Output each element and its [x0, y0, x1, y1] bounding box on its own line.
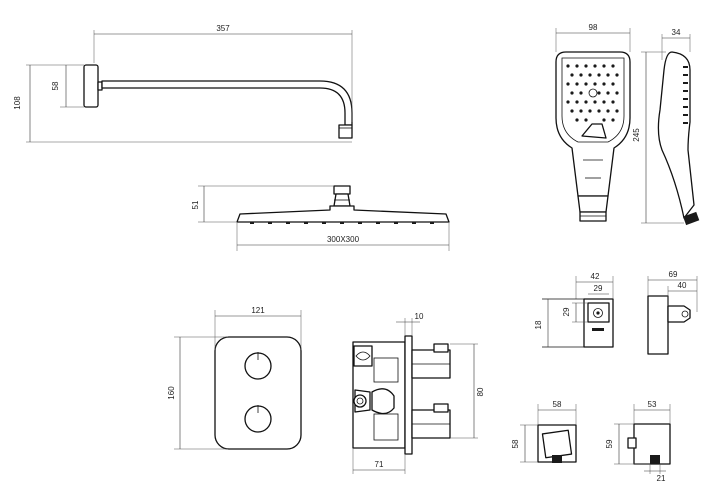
mixer-body-side-drawing: 10 80 71 [352, 312, 485, 474]
dimension-label-29-height: 29 [562, 307, 571, 316]
dimension-label-42: 42 [591, 272, 600, 281]
mixer-trim-plate-side [404, 335, 413, 455]
dimension-label-21: 21 [657, 474, 666, 483]
hand-shower-front-drawing: 98 [555, 23, 631, 222]
hose-connector [579, 211, 607, 222]
wall-outlet-front-drawing: 42 29 29 18 [534, 272, 614, 348]
holder-base [647, 295, 669, 355]
dimension-label-53: 53 [648, 400, 657, 409]
dimension-label-300x300: 300X300 [327, 235, 360, 244]
trim-plate [214, 336, 302, 450]
hand-shower-side-drawing: 34 245 [632, 28, 700, 226]
side-nozzle-marks [683, 66, 688, 124]
dimension-label-160: 160 [167, 386, 176, 400]
dimension-label-29-width: 29 [594, 284, 603, 293]
dimension-label-121: 121 [251, 306, 265, 315]
spray-selector-button [581, 123, 607, 139]
side-hose-connector [683, 211, 700, 226]
dimension-label-34: 34 [672, 28, 681, 37]
wall-flange [83, 64, 99, 108]
dimension-label-98: 98 [589, 23, 598, 32]
elbow-side-connector [627, 437, 637, 449]
head-body [236, 205, 450, 223]
head-nozzles [250, 222, 434, 224]
wall-elbow-front-drawing: 58 58 [511, 400, 577, 463]
dimension-label-58-flange: 58 [51, 81, 60, 90]
arm-tube [101, 80, 353, 126]
dimension-label-58-elbow-height: 58 [511, 439, 520, 448]
hand-shower-side-body [657, 51, 695, 219]
arm-outlet-nut [338, 124, 353, 139]
wall-elbow-side-drawing: 53 59 21 [605, 400, 671, 483]
shower-head-drawing: 51 300X300 [191, 185, 450, 251]
elbow-outlet [552, 455, 562, 463]
dimension-label-10: 10 [415, 312, 424, 321]
dimension-label-357: 357 [216, 24, 230, 33]
dimension-label-51: 51 [191, 200, 200, 209]
dimension-label-80: 80 [476, 387, 485, 396]
head-connector [333, 185, 351, 195]
dimension-label-71: 71 [375, 460, 384, 469]
holder-arm [667, 305, 691, 323]
elbow-side-outlet [650, 455, 660, 464]
dimension-label-18: 18 [534, 320, 543, 329]
wall-outlet-slot [592, 328, 604, 331]
dimension-label-59: 59 [605, 439, 614, 448]
shower-arm-drawing: 357 108 58 [13, 24, 353, 143]
dimension-label-69: 69 [669, 270, 678, 279]
dimension-label-245: 245 [632, 128, 641, 142]
dimension-label-58-elbow-width: 58 [553, 400, 562, 409]
mixer-trim-plate-drawing: 121 160 [167, 306, 302, 450]
mixer-inlet-fitting [353, 394, 367, 408]
holder-side-drawing: 69 40 [647, 270, 698, 355]
dimension-label-40: 40 [678, 281, 687, 290]
spray-nozzles [566, 64, 619, 122]
dimension-label-108: 108 [13, 96, 22, 110]
